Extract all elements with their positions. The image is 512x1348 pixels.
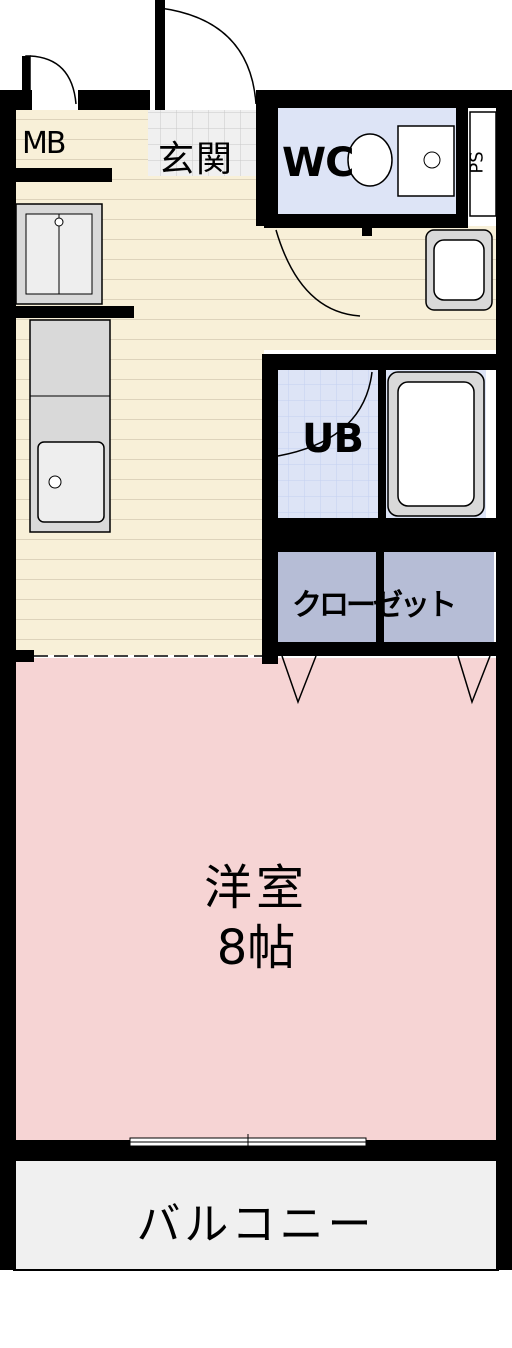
ub-door-swing: [277, 371, 373, 457]
ub-divider: [378, 354, 386, 524]
balcony-rail-right: [496, 1160, 512, 1270]
kitchen-counter: [29, 319, 111, 533]
wc-wall-left: [264, 90, 278, 226]
washroom-wall-top: [362, 226, 372, 236]
outer-wall-left: [0, 90, 16, 1152]
mb-door-leaf: [25, 55, 31, 107]
ps-box: [469, 111, 497, 217]
kitchen-wall: [14, 306, 134, 318]
fixtures: [15, 111, 497, 533]
wc-label: WC: [282, 140, 354, 186]
ub-floor: [278, 370, 378, 518]
doors: [25, 7, 491, 705]
closet-divider: [376, 552, 384, 642]
closet-left-panel: [278, 552, 376, 642]
ub-wall-left: [262, 354, 278, 664]
ub-wall-bottom: [262, 518, 498, 552]
balcony-outline: [13, 1159, 499, 1271]
outer-wall-right: [496, 90, 512, 1152]
entrance-door-swing: [159, 7, 257, 105]
balcony-floor: [14, 1160, 498, 1270]
entrance-wall-left: [155, 0, 165, 110]
western-room-size-label: 8帖: [216, 920, 296, 976]
genkan-label: 玄関: [158, 139, 235, 180]
toilet: [347, 125, 455, 197]
walls: [0, 0, 512, 1270]
outer-wall-top-mid: [78, 90, 150, 110]
room-wall-bottom: [0, 1140, 512, 1160]
wc-wall-bottom: [264, 214, 464, 228]
outer-wall-top-right: [262, 90, 512, 108]
entrance-wall-right: [256, 90, 266, 226]
balcony-rail-left: [0, 1160, 16, 1270]
mb-box-wall: [0, 168, 112, 182]
balcony-label: バルコニー: [136, 1199, 376, 1250]
washbasin: [425, 229, 493, 311]
wc-ps-divider: [456, 90, 468, 228]
closet-label: クローゼット: [292, 588, 457, 623]
western-room-label: 洋室: [203, 860, 308, 916]
toilet-door-swing: [275, 229, 361, 317]
closet-right-panel: [384, 552, 494, 642]
sliding-window: [129, 1134, 367, 1150]
ub-label: UB: [302, 416, 364, 462]
kitchen-sink-upper: [15, 203, 103, 305]
room-wall-top-left: [14, 650, 34, 662]
bathtub: [387, 371, 485, 517]
hall-connector-floor: [264, 226, 364, 350]
genkan-tile-floor: [148, 110, 258, 176]
closet-wall-bottom: [262, 642, 498, 656]
closet-door-right: [457, 655, 491, 705]
closet-door-left: [281, 655, 317, 705]
ps-label: PS: [466, 151, 488, 174]
mb-label: MB: [22, 126, 66, 161]
western-room-floor: [14, 658, 498, 1142]
mb-door-swing: [29, 55, 77, 105]
